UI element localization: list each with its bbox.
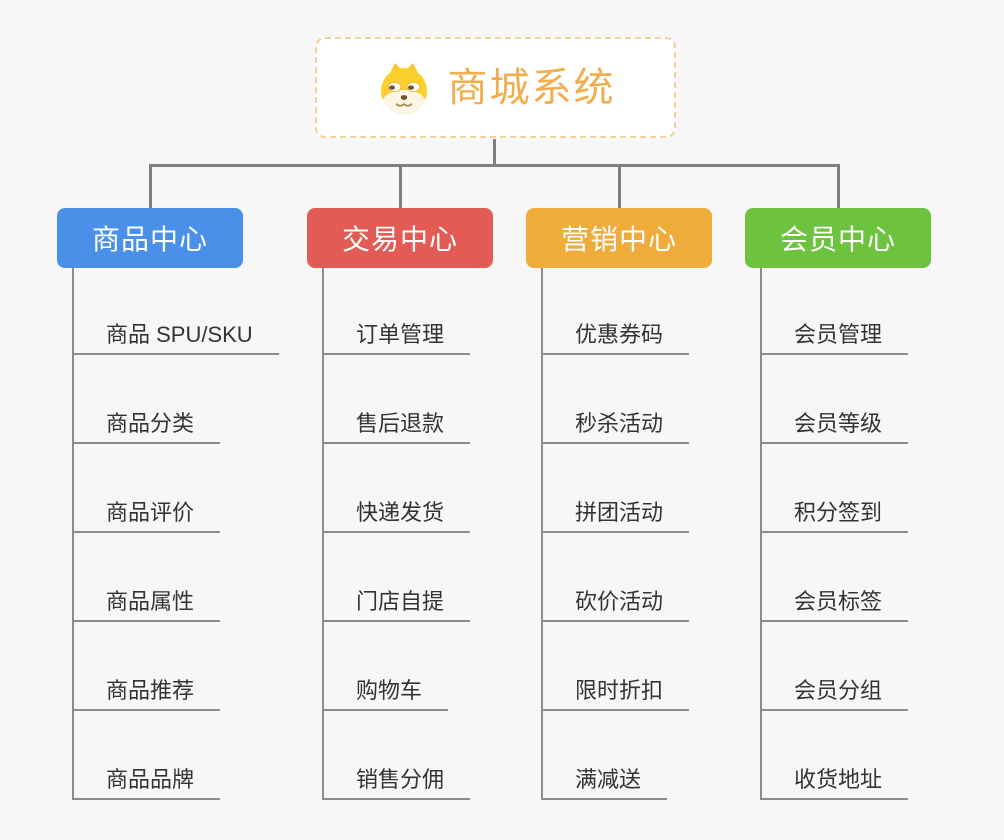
branch-line [322,268,324,800]
connector-horizontal [149,164,840,167]
branch-line [72,268,74,800]
root-node-title: 商城系统 [447,65,616,110]
leaf-node[interactable]: 商品分类 [72,406,221,444]
leaf-node[interactable]: 售后退款 [322,406,471,444]
leaf-node[interactable]: 商品评价 [72,495,221,533]
branch-node-product-center[interactable]: 商品中心 [57,208,243,268]
branch-node-trade-center[interactable]: 交易中心 [307,208,493,268]
leaf-node[interactable]: 积分签到 [760,495,909,533]
connector-root-drop [493,139,496,166]
connector-drop-marketing [618,164,621,209]
leaf-node[interactable]: 优惠券码 [541,317,690,355]
connector-drop-product [149,164,152,209]
branch-node-marketing-center[interactable]: 营销中心 [526,208,712,268]
connector-drop-trade [399,164,402,209]
leaf-node[interactable]: 会员管理 [760,317,909,355]
leaf-node[interactable]: 秒杀活动 [541,406,690,444]
branch-node-member-center[interactable]: 会员中心 [745,208,931,268]
leaf-node[interactable]: 商品推荐 [72,673,221,711]
leaf-node[interactable]: 商品属性 [72,584,221,622]
leaf-node[interactable]: 销售分佣 [322,762,471,800]
leaf-node[interactable]: 拼团活动 [541,495,690,533]
leaf-node[interactable]: 购物车 [322,673,449,711]
leaf-node[interactable]: 满减送 [541,762,668,800]
leaf-node[interactable]: 商品 SPU/SKU [72,317,279,355]
leaf-node[interactable]: 订单管理 [322,317,471,355]
leaf-node[interactable]: 会员标签 [760,584,909,622]
leaf-node[interactable]: 会员等级 [760,406,909,444]
leaf-node[interactable]: 快递发货 [322,495,471,533]
root-node-mall-system[interactable]: 商城系统 [315,37,676,138]
dog-icon [380,62,427,114]
leaf-node[interactable]: 砍价活动 [541,584,690,622]
branch-line [541,268,543,800]
connector-drop-member [837,164,840,209]
leaf-node[interactable]: 会员分组 [760,673,909,711]
leaf-node[interactable]: 收货地址 [760,762,909,800]
leaf-node[interactable]: 商品品牌 [72,762,221,800]
leaf-node[interactable]: 限时折扣 [541,673,690,711]
branch-line [760,268,762,800]
leaf-node[interactable]: 门店自提 [322,584,471,622]
